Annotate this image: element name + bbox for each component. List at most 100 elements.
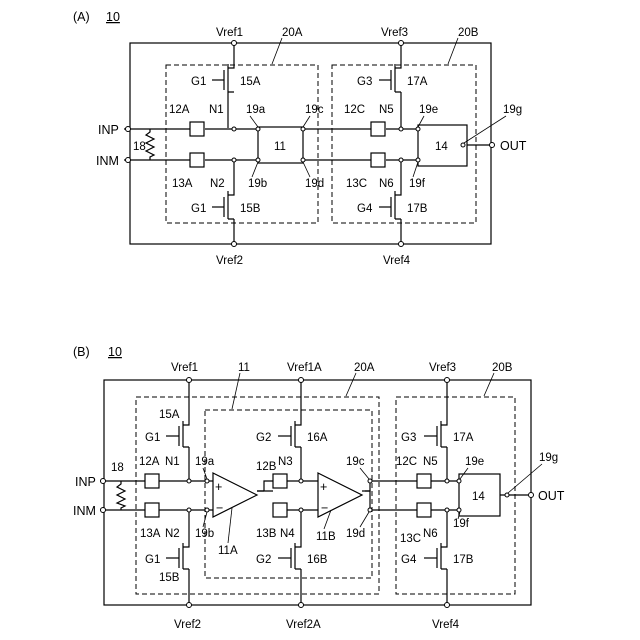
switch-12a (145, 474, 159, 488)
tap-label: 19d (305, 178, 324, 190)
tap-label: 19g (539, 452, 558, 464)
node-label: N3 (278, 456, 293, 468)
tap-label: 19f (409, 178, 426, 190)
vref-label: Vref4 (432, 619, 460, 631)
block-14-label: 14 (435, 141, 448, 153)
tap-label: 19d (346, 528, 365, 540)
vref-label: Vref2A (286, 619, 321, 631)
transistor-label: 15B (159, 572, 180, 584)
tap-label: 19e (465, 456, 484, 468)
switch-13c (417, 503, 431, 517)
gate-label: G3 (401, 432, 416, 444)
gate-label: G1 (145, 554, 160, 566)
switch-label: 12C (344, 104, 365, 116)
resistor-18 (117, 481, 125, 510)
panel-label: (B) (73, 345, 90, 359)
transistor-label: 17A (407, 76, 428, 88)
switch-13a (145, 503, 159, 517)
amp-plus-sign: + (215, 480, 222, 494)
vref-label: Vref1 (171, 362, 198, 374)
tap-label: 19b (195, 528, 214, 540)
transistor-label: 17B (453, 554, 474, 566)
block-label: 11 (238, 362, 250, 374)
switch-label: 12A (139, 456, 160, 468)
switch-label: 13A (172, 178, 193, 190)
resistor-label: 18 (111, 462, 124, 474)
input-pin-label: INP (98, 123, 119, 137)
switch-12c (371, 122, 385, 136)
tap-label: 19g (503, 104, 522, 116)
switch-13a (190, 153, 204, 167)
gate-label: G1 (191, 76, 206, 88)
vref-label: Vref1A (287, 362, 322, 374)
output-pin-label: OUT (500, 139, 527, 153)
transistor-label: 17A (453, 432, 474, 444)
transistor-label: 15A (240, 76, 261, 88)
tap-label: 19c (305, 104, 324, 116)
node-label: N6 (379, 178, 394, 190)
gate-label: G2 (256, 432, 271, 444)
block-label: 20A (354, 362, 375, 374)
node-label: N2 (165, 528, 180, 540)
transistor-label: 17B (407, 203, 428, 215)
amplifier-label: 11A (218, 545, 238, 557)
tap-label: 19f (453, 518, 470, 530)
tap-label: 19a (246, 104, 266, 116)
vref-label: Vref2 (174, 619, 201, 631)
transistor-label: 15B (240, 203, 261, 215)
switch-12a (190, 122, 204, 136)
gate-label: G1 (191, 203, 206, 215)
node-label: N5 (379, 104, 394, 116)
vref-label: Vref1 (216, 27, 243, 39)
vref-label: Vref2 (216, 255, 243, 267)
switch-label: 13C (400, 533, 421, 545)
gate-label: G3 (357, 76, 372, 88)
gate-label: G1 (145, 432, 160, 444)
panel-label: (A) (73, 10, 90, 24)
resistor-18 (146, 129, 154, 160)
switch-label: 13A (140, 528, 161, 540)
amplifier-label: 11B (316, 531, 336, 543)
node-label: N5 (423, 456, 438, 468)
transistor-label: 15A (159, 409, 180, 421)
figure-b: (B) 10 11 20A 20B Vref1 Vref1A Vref3 Vre… (73, 345, 565, 631)
input-pin-label: INM (96, 154, 119, 168)
tap-label: 19c (346, 456, 365, 468)
device-ref: 10 (108, 345, 122, 359)
node-label: N2 (210, 178, 225, 190)
switch-13c (371, 153, 385, 167)
amp-minus-sign: − (321, 501, 328, 515)
resistor-label: 18 (133, 141, 146, 153)
switch-12b (273, 474, 287, 488)
tap-label: 19b (248, 178, 267, 190)
input-pin-label: INP (75, 475, 96, 489)
gate-label: G4 (401, 554, 417, 566)
switch-label: 12C (396, 456, 417, 468)
gate-label: G2 (256, 554, 271, 566)
block-14-label: 14 (472, 491, 485, 503)
block-label: 20B (458, 27, 479, 39)
tap-label: 19a (195, 456, 215, 468)
vref-label: Vref3 (429, 362, 456, 374)
figure-a: (A) 10 20A 20B Vref1 Vref3 Vref2 Vref4 G… (73, 10, 527, 267)
switch-label: 12B (256, 461, 277, 473)
gate-label: G4 (357, 203, 373, 215)
switch-13b (273, 503, 287, 517)
tap-label: 19e (419, 104, 438, 116)
switch-label: 13C (346, 178, 367, 190)
amp-plus-sign: + (320, 480, 327, 494)
node-label: N4 (280, 528, 295, 540)
input-pin-label: INM (73, 504, 96, 518)
device-ref: 10 (106, 10, 120, 24)
vref-label: Vref3 (381, 27, 408, 39)
amp-minus-sign: − (216, 501, 223, 515)
transistor-label: 16A (307, 432, 328, 444)
switch-label: 12A (169, 104, 190, 116)
transistor-label: 16B (307, 554, 328, 566)
node-label: N1 (165, 456, 180, 468)
node-label: N1 (209, 104, 224, 116)
block-label: 20A (282, 27, 303, 39)
output-pin-label: OUT (538, 489, 565, 503)
circuit-label: 11 (274, 141, 286, 153)
